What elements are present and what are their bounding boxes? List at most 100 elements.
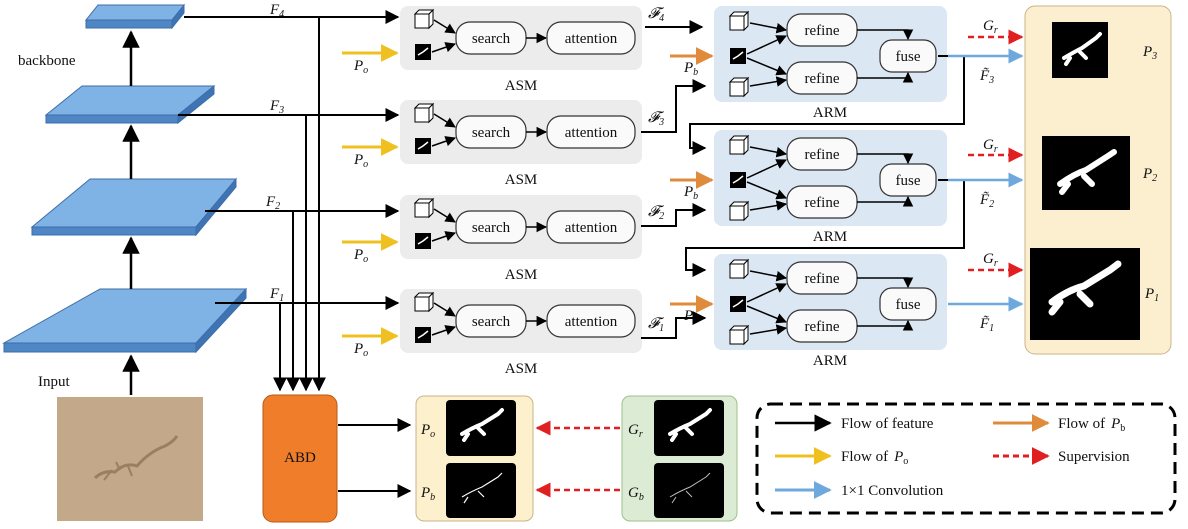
legend-conv: 1×1 Convolution xyxy=(841,483,944,499)
asm-label: ASM xyxy=(505,172,538,188)
label-F3: F3 xyxy=(269,98,284,116)
fuse-label: fuse xyxy=(896,297,921,313)
output-arrows: Gr Gr Gr F̃3 F̃2 F̃1 xyxy=(948,18,1024,334)
refine-label: refine xyxy=(805,23,840,39)
prediction-mask-1 xyxy=(1030,248,1140,340)
label-cF1: 𝓕1 xyxy=(648,316,665,334)
arm-feature-cube-icon xyxy=(728,258,750,280)
label-Pb: Pb xyxy=(683,60,698,78)
label-Gr-gt: Gr xyxy=(628,422,643,440)
legend-feature: Flow of feature xyxy=(841,416,934,432)
asm-label: ASM xyxy=(505,361,538,377)
attention-label: attention xyxy=(565,314,618,330)
refine-label: refine xyxy=(805,147,840,163)
label-F4: F4 xyxy=(269,2,284,20)
arm-feature-cube-icon-2 xyxy=(728,76,750,98)
label-F2: F2 xyxy=(265,194,280,212)
asm-label: ASM xyxy=(505,78,538,94)
refine-label: refine xyxy=(805,271,840,287)
label-P2: P2 xyxy=(1142,166,1157,184)
asm-prior-mask-icon xyxy=(415,327,431,343)
label-Gr-3: Gr xyxy=(983,18,998,36)
asm-prior-mask-icon xyxy=(415,138,431,154)
attention-label: attention xyxy=(565,125,618,141)
search-label: search xyxy=(472,220,511,236)
label-Pb-abd: Pb xyxy=(420,485,435,503)
abd-block: ABD xyxy=(262,394,412,523)
arm-boundary-mask-icon xyxy=(730,48,746,64)
label-P1: P1 xyxy=(1144,286,1159,304)
arm-boundary-mask-icon xyxy=(730,172,746,188)
label-cF4: 𝓕4 xyxy=(648,6,665,24)
label-cF3: 𝓕3 xyxy=(648,110,665,128)
backbone-label: backbone xyxy=(18,53,76,69)
label-Pb: Pb xyxy=(683,184,698,202)
label-Gr-2: Gr xyxy=(983,137,998,155)
refine-label-2: refine xyxy=(805,319,840,335)
prior-panel: Po Pb xyxy=(415,395,534,522)
search-label: search xyxy=(472,125,511,141)
label-F1: F1 xyxy=(269,286,284,304)
arm-feature-cube-icon xyxy=(728,134,750,156)
prior-boundary-mask xyxy=(446,463,516,518)
search-label: search xyxy=(472,31,511,47)
asm-prior-mask-icon xyxy=(415,44,431,60)
arm-feature-cube-icon-2 xyxy=(728,324,750,346)
label-Po: Po xyxy=(353,341,368,359)
label-cF2: 𝓕2 xyxy=(648,204,665,222)
asm-to-arm-connections: 𝓕4 𝓕3 𝓕2 𝓕1 xyxy=(641,6,707,339)
prior-object-mask xyxy=(446,400,516,456)
attention-box xyxy=(546,210,636,244)
abd-label: ABD xyxy=(284,450,316,466)
label-Gb-gt: Gb xyxy=(628,485,644,503)
label-Po: Po xyxy=(353,247,368,265)
backbone: backbone Input xyxy=(2,3,248,395)
label-Gr-1: Gr xyxy=(983,251,998,269)
gt-region-mask xyxy=(654,400,724,456)
attention-box xyxy=(546,304,636,338)
fuse-label: fuse xyxy=(896,173,921,189)
backbone-plate-1 xyxy=(2,287,248,354)
fuse-label: fuse xyxy=(896,49,921,65)
refine-label-2: refine xyxy=(805,71,840,87)
label-tF3: F̃3 xyxy=(979,68,994,86)
backbone-plate-3 xyxy=(44,84,216,125)
asm-feature-cube-icon xyxy=(413,8,435,30)
output-panel: P3 P2 P1 xyxy=(1024,5,1172,355)
attention-label: attention xyxy=(565,31,618,47)
attention-box xyxy=(546,115,636,149)
backbone-plate-4 xyxy=(84,3,186,30)
attention-label: attention xyxy=(565,220,618,236)
legend-supervision: Supervision xyxy=(1058,449,1130,465)
arm-feature-cube-icon-2 xyxy=(728,200,750,222)
arm-label: ARM xyxy=(813,105,847,121)
gt-boundary-mask xyxy=(654,463,724,518)
refine-label-2: refine xyxy=(805,195,840,211)
asm-feature-cube-icon xyxy=(413,291,435,313)
arm-boundary-mask-icon xyxy=(730,296,746,312)
search-label: search xyxy=(472,314,511,330)
lizard-shape xyxy=(93,435,179,480)
backbone-plate-2 xyxy=(30,177,238,237)
attention-box xyxy=(546,21,636,55)
asm-feature-cube-icon xyxy=(413,197,435,219)
label-tF1: F̃1 xyxy=(979,316,994,334)
asm-prior-mask-icon xyxy=(415,233,431,249)
arm-modules: refinerefinefuseARMPbrefinerefinefuseARM… xyxy=(670,6,947,369)
feature-bus: F4 F3 F2 F1 xyxy=(178,2,400,392)
arm-feature-cube-icon xyxy=(728,10,750,32)
label-tF2: F̃2 xyxy=(979,192,994,210)
arm-label: ARM xyxy=(813,353,847,369)
